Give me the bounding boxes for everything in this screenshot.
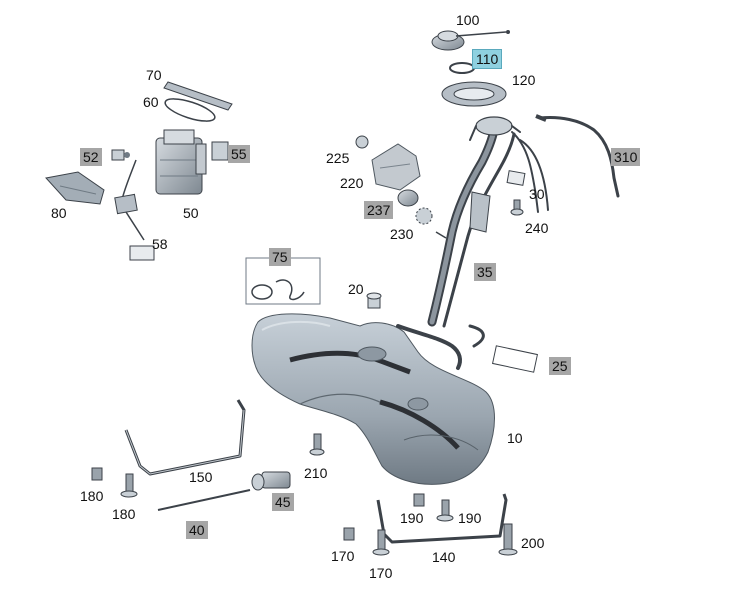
- bolt-190: [436, 499, 454, 522]
- heat-shield: [371, 143, 421, 191]
- callout-240: 240: [525, 220, 549, 236]
- tank-flange-cap: [431, 30, 510, 51]
- callout-180-left: 180: [80, 488, 104, 504]
- lock-ring-120: [441, 81, 507, 107]
- bolt-170: [372, 529, 390, 556]
- callout-190-right: 190: [458, 510, 482, 526]
- callout-70: 70: [146, 67, 162, 83]
- bolt-200: [498, 523, 518, 556]
- bolt-240: [510, 199, 524, 216]
- clip-230: [415, 207, 433, 225]
- callout-58: 58: [152, 236, 168, 252]
- strap-140: [376, 493, 508, 544]
- callout-150: 150: [189, 469, 213, 485]
- connector-52: [111, 149, 130, 161]
- callout-110: 110: [472, 49, 503, 69]
- callout-220: 220: [340, 175, 364, 191]
- callout-10: 10: [507, 430, 523, 446]
- vent-line: [538, 116, 620, 198]
- rod-40: [157, 489, 251, 511]
- callout-230: 230: [390, 226, 414, 242]
- fuel-tank: [251, 313, 495, 485]
- callout-30: 30: [529, 186, 545, 202]
- nut-180-left: [91, 467, 103, 481]
- callout-310: 310: [611, 148, 641, 166]
- callout-225: 225: [326, 150, 350, 166]
- callout-52: 52: [80, 148, 102, 166]
- fuel-pump-50: [155, 129, 207, 195]
- callout-170-right: 170: [369, 565, 393, 581]
- callout-237: 237: [364, 201, 394, 219]
- baffle-80: [45, 171, 105, 205]
- pump-flange-70: [163, 81, 233, 111]
- bolt-210: [309, 433, 325, 456]
- nut-20: [366, 292, 382, 309]
- callout-210: 210: [304, 465, 328, 481]
- callout-100: 100: [456, 12, 480, 28]
- callout-55: 55: [228, 145, 250, 163]
- pad-30: [506, 170, 526, 186]
- callout-80: 80: [51, 205, 67, 221]
- callout-20: 20: [348, 281, 364, 297]
- nut-190: [413, 493, 425, 507]
- filler-neck: [396, 116, 549, 370]
- callout-25: 25: [549, 357, 571, 375]
- callout-180-right: 180: [112, 506, 136, 522]
- callout-75: 75: [269, 248, 291, 266]
- bolt-180: [120, 473, 138, 498]
- callout-40: 40: [186, 521, 208, 539]
- level-sensor-58: [114, 159, 155, 261]
- cap-237: [397, 189, 419, 207]
- grommet-225: [355, 135, 369, 149]
- valve-45: [251, 471, 291, 491]
- callout-35: 35: [474, 263, 496, 281]
- callout-190-left: 190: [400, 510, 424, 526]
- callout-200: 200: [521, 535, 545, 551]
- o-ring-110: [449, 62, 475, 74]
- label-plate-25: [491, 345, 539, 373]
- seal-ring-60: [164, 98, 216, 122]
- callout-60: 60: [143, 94, 159, 110]
- callout-50: 50: [183, 205, 199, 221]
- callout-45: 45: [272, 493, 294, 511]
- strap-150: [124, 399, 246, 476]
- callout-120: 120: [512, 72, 536, 88]
- clip-55: [211, 141, 229, 161]
- callout-140: 140: [432, 549, 456, 565]
- nut-170: [343, 527, 355, 541]
- callout-170-left: 170: [331, 548, 355, 564]
